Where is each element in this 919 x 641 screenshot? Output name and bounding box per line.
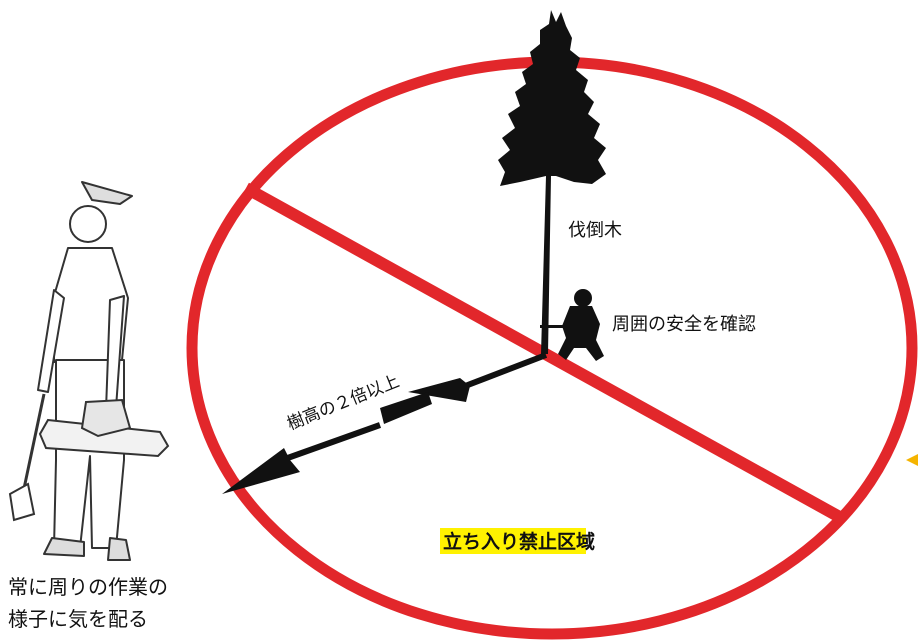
distance-arrow: [222, 352, 548, 494]
observer-worker-illustration: [8, 181, 170, 561]
check-surroundings-label: 周囲の安全を確認: [612, 314, 756, 335]
no-entry-zone-label: 立ち入り禁止区域: [443, 530, 595, 553]
observer-note-line-2: 様子に気を配る: [8, 607, 148, 631]
felled-tree-label: 伐倒木: [568, 220, 622, 241]
pointer-indicator-icon: [906, 454, 918, 466]
tree-silhouette-icon: [498, 10, 606, 354]
axe-icon: [8, 393, 46, 522]
distance-label: 樹高の２倍以上: [284, 372, 402, 435]
chainsaw-icon: [38, 398, 170, 458]
observer-note-line-1: 常に周りの作業の: [8, 575, 168, 599]
no-entry-zone-highlight: [440, 528, 586, 554]
crouching-worker-icon: [540, 289, 604, 361]
